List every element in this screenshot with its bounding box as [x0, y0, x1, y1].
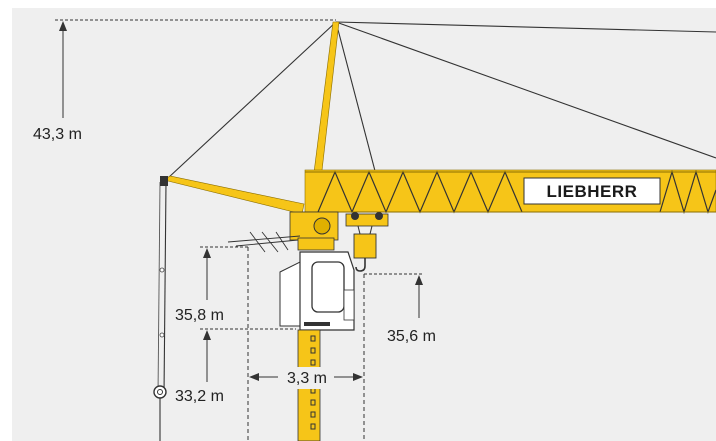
arrow-width-right [353, 373, 363, 381]
counter-jib-guy-line-2 [157, 181, 161, 396]
label-hook-height: 35,6 m [387, 328, 436, 345]
winch-drum [313, 217, 331, 235]
trolley-wheel-1 [351, 212, 359, 220]
label-total-height: 43,3 m [33, 126, 82, 143]
arrow-hook-height [415, 275, 423, 285]
mast-bolt [310, 423, 316, 430]
brand-plate-bg [523, 177, 661, 205]
tie-rod-counter-jib [167, 21, 337, 179]
dimension-lines [55, 19, 424, 441]
counter-jib-guy-line [163, 181, 167, 396]
dimension-labels: 43,3 m 35,8 m 33,2 m 3,3 m 35,6 m [30, 122, 452, 406]
machinery-lower-block [297, 237, 335, 251]
guy-anchor-inner [157, 389, 163, 395]
mast-bolt [310, 359, 316, 366]
cabin-logo-strip [304, 322, 330, 326]
hook-block [353, 233, 377, 259]
counter-jib-end [160, 176, 168, 186]
label-bg-total-height [30, 122, 92, 144]
mast-bolt [310, 347, 316, 354]
tie-rods [167, 21, 716, 191]
guy-sheave-2 [159, 332, 165, 338]
tie-rod-jib-back-2 [335, 21, 716, 159]
cabin-window [311, 261, 345, 313]
label-width: 3,3 m [287, 370, 327, 387]
label-bg-width [280, 367, 334, 389]
tie-rod-jib-lower [335, 21, 381, 191]
main-jib [304, 169, 716, 215]
machinery-platform [227, 211, 339, 253]
hook-rope-2 [369, 225, 373, 235]
platform-railing [227, 231, 301, 253]
tie-rod-jib-back-1 [335, 21, 716, 33]
cabin-side [279, 261, 301, 327]
arrow-total-height [59, 21, 67, 31]
hook-icon [355, 258, 366, 272]
brand-logo-text: LIEBHERR [547, 182, 638, 201]
brand-plate: LIEBHERR [523, 177, 661, 205]
hook-rope-1 [357, 225, 361, 235]
label-upper-height: 35,8 m [175, 307, 224, 324]
tower-mast-bolts [310, 335, 316, 430]
label-bg-upper-height [172, 303, 244, 325]
mast-bolt [310, 411, 316, 418]
tower-mast [297, 329, 321, 441]
dimension-arrows [59, 21, 423, 381]
guy-sheave-1 [159, 267, 165, 273]
mast-bolt [310, 335, 316, 342]
operator-cabin [279, 251, 355, 331]
trolley-and-hook [345, 212, 389, 272]
mast-bolt [310, 399, 316, 406]
trolley-wheel-2 [375, 212, 383, 220]
cabin-side-panel [343, 289, 355, 321]
arrow-lower-height [203, 330, 211, 340]
label-bg-lower-height [172, 384, 244, 406]
guy-anchor-outer [153, 385, 167, 399]
arrow-upper-height [203, 248, 211, 258]
label-lower-height: 33,2 m [175, 388, 224, 405]
arrow-width-left [249, 373, 259, 381]
label-bg-hook-height [384, 324, 452, 346]
